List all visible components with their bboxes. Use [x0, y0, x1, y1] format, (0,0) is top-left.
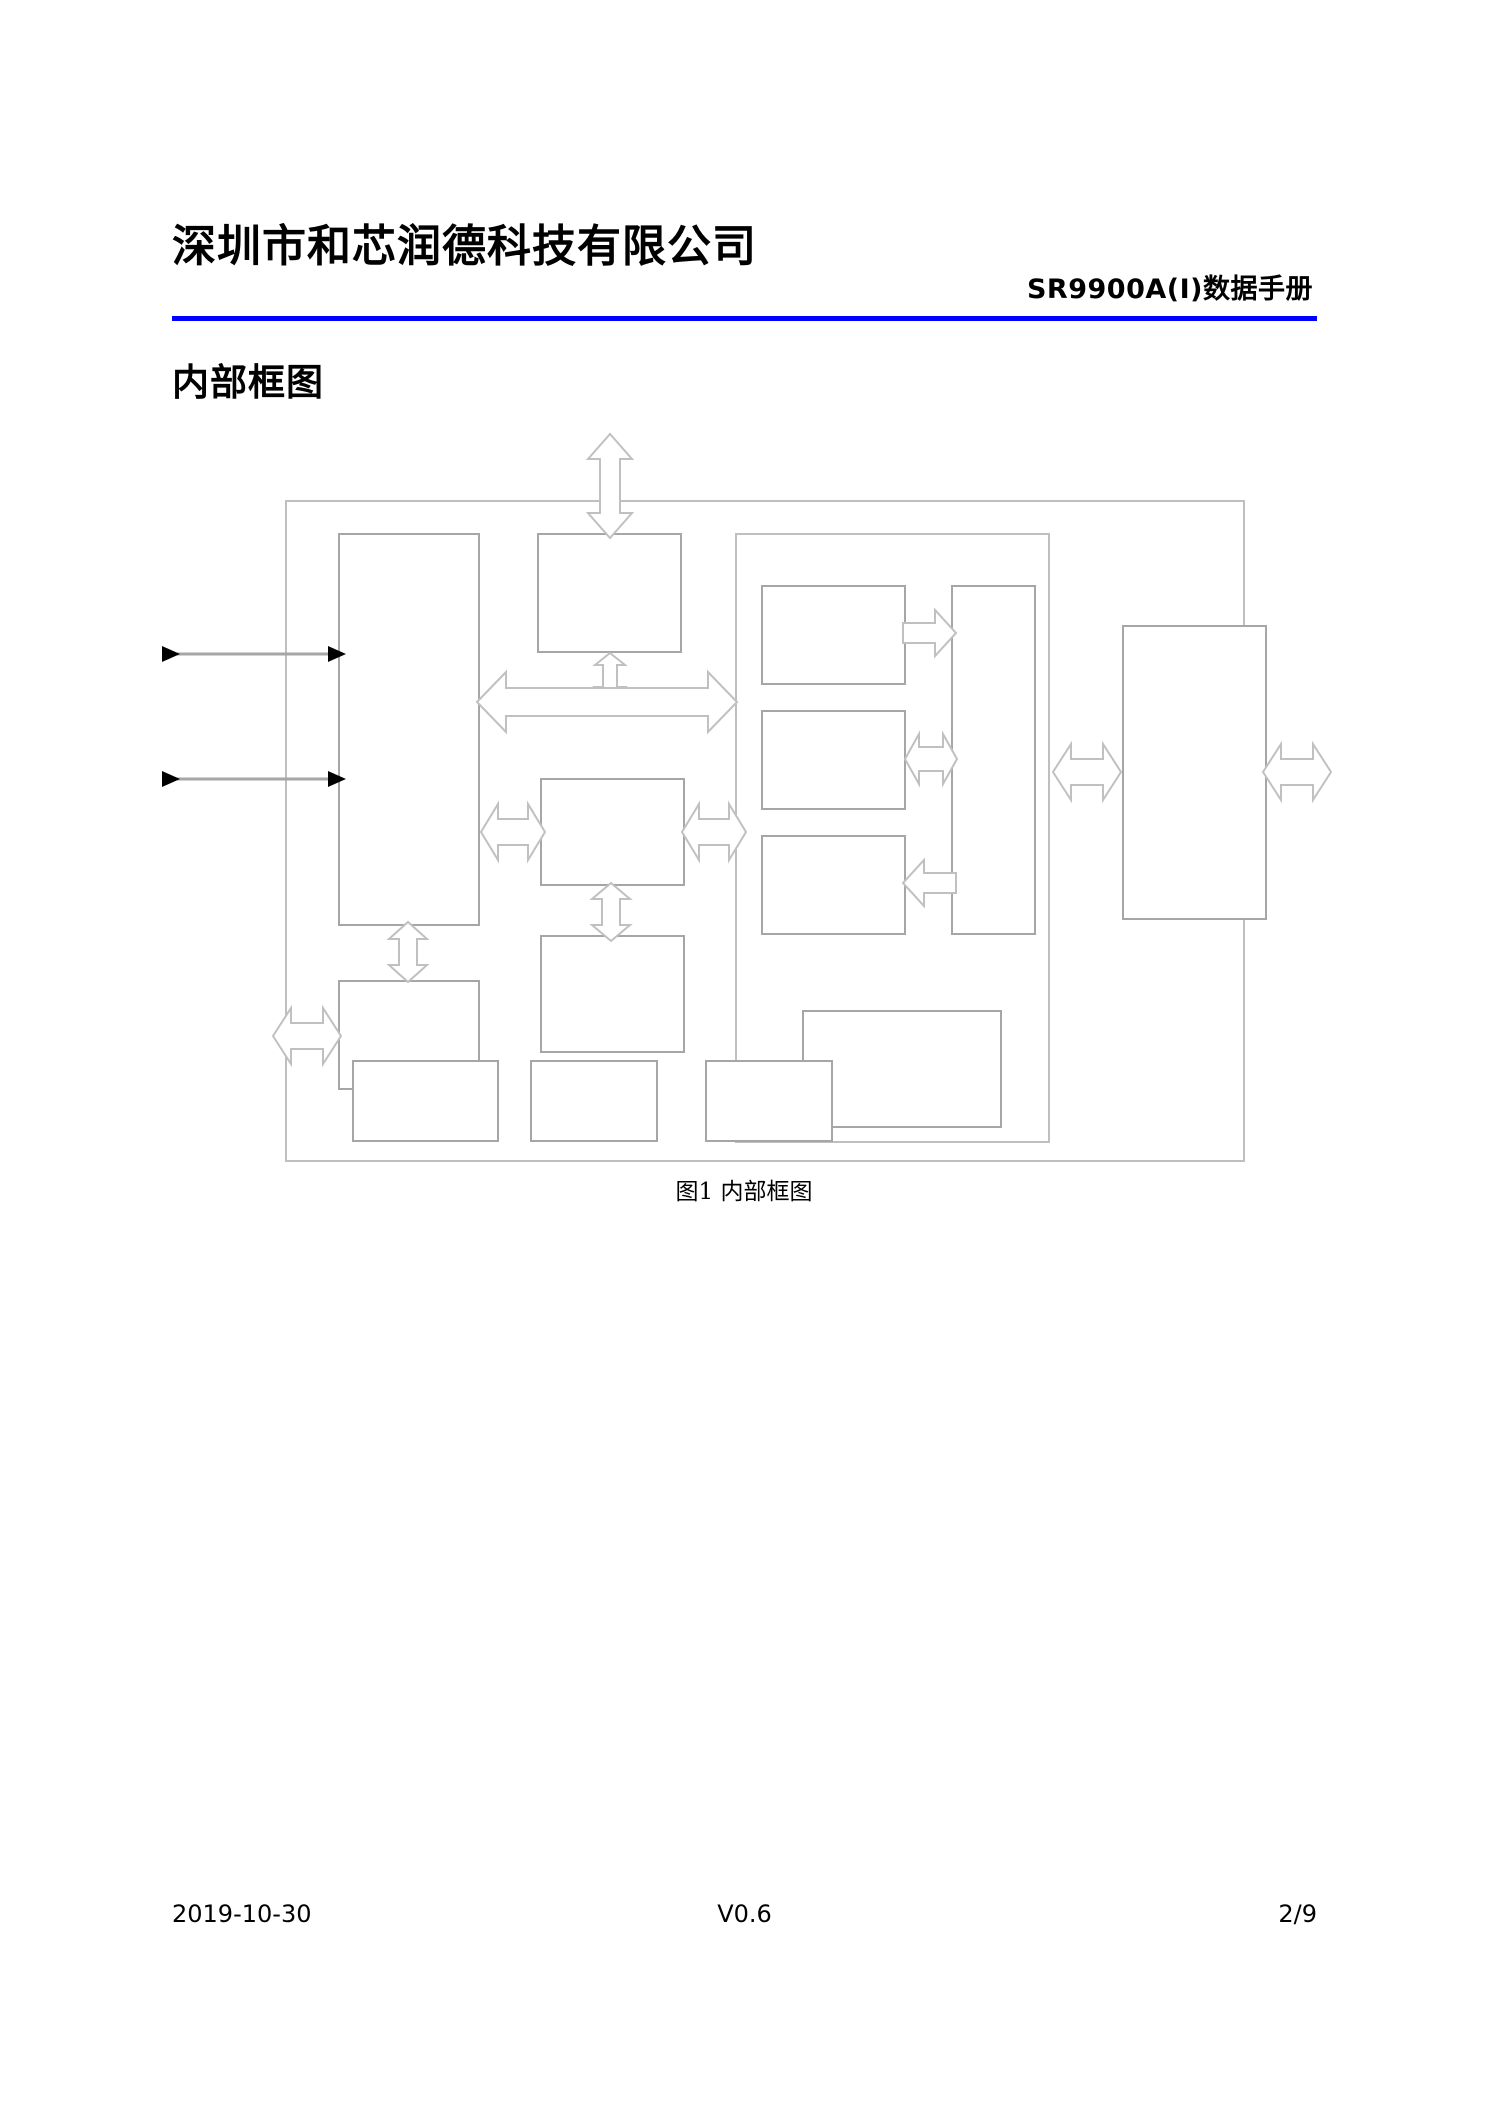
connector-righttall-right [1261, 740, 1333, 804]
block-left-tall [338, 533, 480, 926]
block-foot-2 [530, 1060, 658, 1142]
page-header: 深圳市和芯润德科技有限公司 SR9900A(I)数据手册 [172, 210, 1317, 320]
block-foot-3 [705, 1060, 833, 1142]
section-heading: 内部框图 [172, 361, 324, 404]
document-title: SR9900A(I)数据手册 [1026, 274, 1313, 305]
figure-caption: 图1 内部框图 [675, 1179, 813, 1205]
connector-midcenter-down [589, 881, 633, 943]
internal-block-diagram [162, 432, 1333, 1195]
connector-midcenter-left [479, 800, 547, 864]
connector-core2-right [903, 730, 959, 788]
connector-lefttall-down [386, 920, 430, 984]
company-name: 深圳市和芯润德科技有限公司 [172, 221, 757, 272]
connector-core3-left [901, 857, 957, 909]
block-core-item-2 [761, 710, 906, 810]
signal-input-2 [160, 766, 350, 797]
block-mid-center [540, 778, 685, 886]
footer-version: V0.6 [717, 1900, 772, 1928]
block-foot-1 [352, 1060, 499, 1142]
block-right-tall [1122, 625, 1267, 920]
block-low-center [540, 935, 685, 1053]
footer-date: 2019-10-30 [172, 1900, 312, 1928]
connector-midcenter-right [680, 800, 748, 864]
block-top-center [537, 533, 682, 653]
footer-page-number: 2/9 [1278, 1900, 1317, 1928]
connector-top-vertical [585, 432, 635, 540]
signal-input-1 [160, 641, 350, 672]
connector-bottomleft-external [271, 1004, 343, 1068]
block-core-wide [802, 1010, 1002, 1128]
block-core-item-3 [761, 835, 906, 935]
connector-core1-right [902, 607, 958, 659]
connector-righttall-left [1051, 740, 1123, 804]
connector-horizontal-bus [475, 669, 739, 735]
page-footer: 2019-10-30 V0.6 2/9 [172, 1900, 1317, 1940]
block-core-side [951, 585, 1036, 935]
block-core-item-1 [761, 585, 906, 685]
header-divider [172, 316, 1317, 321]
